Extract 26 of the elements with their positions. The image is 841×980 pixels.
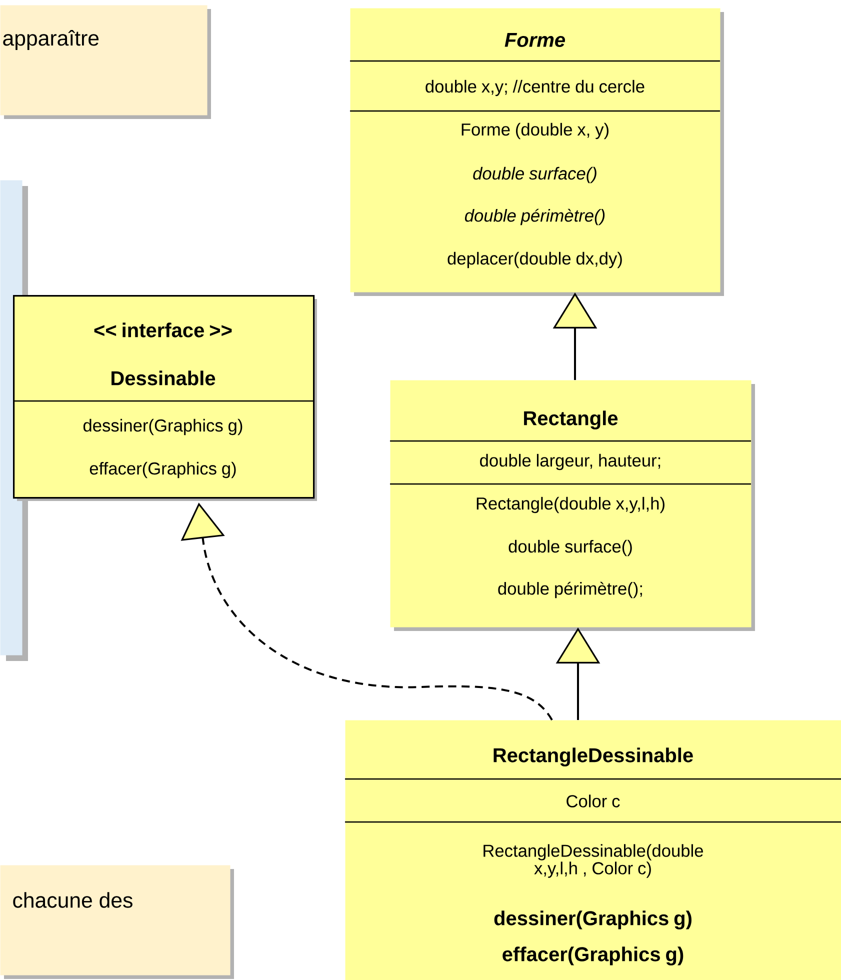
note-box: chacune des (0, 865, 234, 979)
method-text: RectangleDessinable(double x,y,l,h , Color c) (484, 844, 703, 878)
method-text: dessiner(Graphics g) (494, 910, 692, 930)
note-box: apparaître (0, 5, 211, 119)
attribute-text: double x,y; //centre du cercle (426, 80, 644, 96)
method-text: Forme (double x, y) (462, 122, 608, 140)
class-box (350, 8, 724, 296)
method-text: double surface() (508, 540, 632, 556)
method-text: effacer(Graphics g) (502, 946, 684, 966)
class-name: Forme (504, 33, 565, 47)
method-text: double surface() (473, 166, 596, 184)
class-name: Rectangle (524, 410, 618, 430)
attribute-text: double largeur, hauteur; (480, 454, 660, 470)
method-text: deplacer(double dx,dy) (448, 252, 622, 268)
attribute-text: Color c (566, 794, 620, 808)
method-text: dessiner(Graphics g) (83, 418, 242, 436)
method-text: effacer(Graphics g) (90, 462, 236, 478)
class-name: Dessinable (112, 370, 216, 386)
class-box (345, 720, 841, 980)
class-name: RectangleDessinable (494, 748, 693, 766)
class-box (390, 380, 755, 631)
method-text: Rectangle(double x,y,l,h) (476, 496, 664, 514)
class-name: << interface >> (94, 322, 232, 338)
method-text: double périmètre(); (498, 582, 642, 598)
class-box (13, 295, 317, 501)
method-text: double périmètre() (464, 208, 605, 226)
